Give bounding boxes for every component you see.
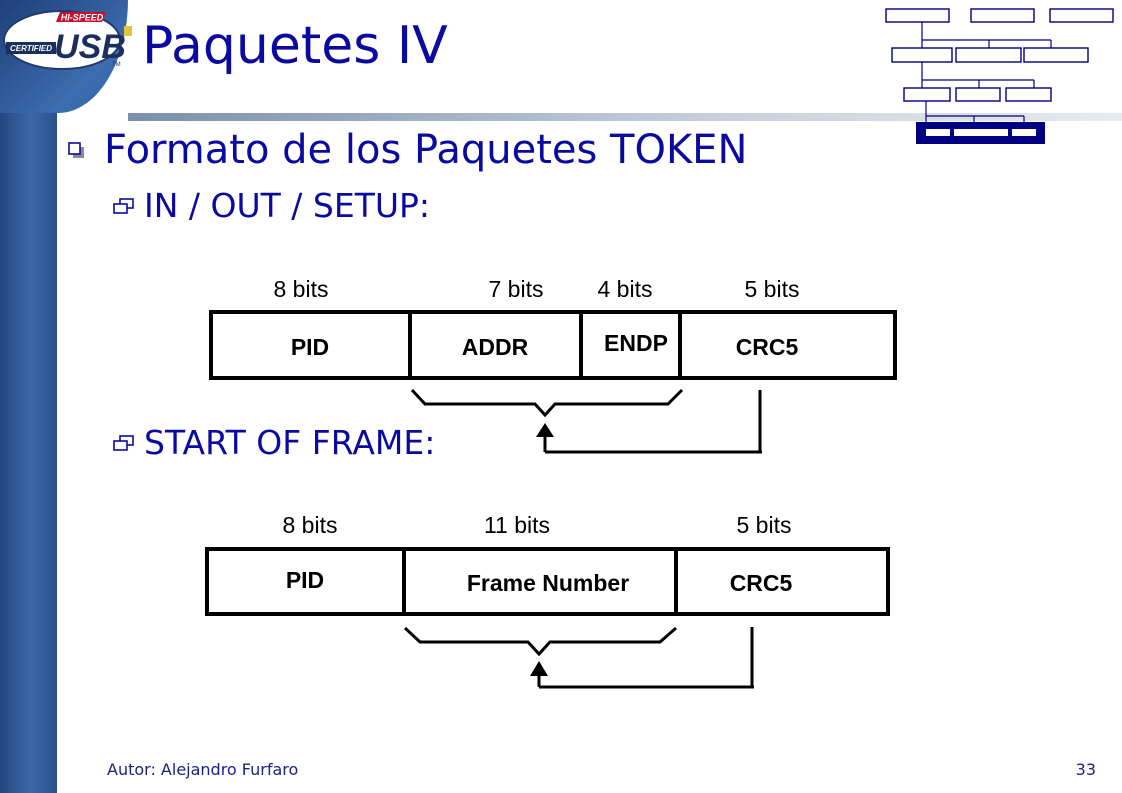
sof-crc-coverage-bracket bbox=[403, 626, 677, 657]
sof-packet-box bbox=[205, 547, 890, 616]
token-crc5-bits-label: 5 bits bbox=[745, 276, 800, 302]
svg-text:TM: TM bbox=[112, 62, 121, 68]
svg-text:USB: USB bbox=[54, 28, 126, 66]
sub-bullet-start-of-frame: START OF FRAME: bbox=[112, 421, 435, 465]
token-packet-box bbox=[209, 310, 897, 380]
bullet-formato-paquetes-token: Formato de los Paquetes TOKEN bbox=[66, 126, 747, 174]
token-field-pid: PID bbox=[291, 334, 329, 360]
svg-text:CERTIFIED: CERTIFIED bbox=[10, 44, 52, 53]
sub-bullet-text: START OF FRAME: bbox=[144, 423, 436, 462]
token-addr-bits-label: 7 bits bbox=[489, 276, 544, 302]
sof-crc5-bits-label: 5 bits bbox=[737, 512, 792, 538]
window-bullet-icon bbox=[113, 435, 134, 451]
sub-bullet-in-out-setup: IN / OUT / SETUP: bbox=[112, 184, 430, 228]
token-field-addr: ADDR bbox=[462, 334, 529, 360]
sof-field-pid: PID bbox=[286, 567, 324, 593]
sub-bullet-text: IN / OUT / SETUP: bbox=[144, 186, 431, 225]
usb-topology-tree-graphic bbox=[885, 8, 1114, 144]
token-pid-bits-label: 8 bits bbox=[274, 276, 329, 302]
footer-author: Autor: Alejandro Furfaro bbox=[107, 760, 299, 779]
square-bullet-icon bbox=[68, 142, 84, 158]
token-field-crc5: CRC5 bbox=[736, 334, 799, 360]
sof-field-crc5: CRC5 bbox=[730, 570, 793, 596]
left-sidebar-band bbox=[0, 0, 57, 793]
token-field-endp: ENDP bbox=[604, 330, 668, 356]
token-packet-diagram: 8 bits 7 bits 4 bits 5 bits PID ADDR END… bbox=[209, 276, 897, 454]
sof-field-frame-number: Frame Number bbox=[467, 570, 629, 596]
bullet-text: Formato de los Paquetes TOKEN bbox=[104, 127, 748, 173]
sof-pid-bits-label: 8 bits bbox=[283, 512, 338, 538]
slide-page-number: 33 bbox=[1075, 760, 1096, 779]
token-arrowhead bbox=[536, 423, 554, 437]
token-endp-bits-label: 4 bits bbox=[598, 276, 653, 302]
title-underline-bar bbox=[128, 113, 1122, 121]
usb-logo: HI-SPEED CERTIFIED USB TM bbox=[3, 10, 132, 70]
token-crc-coverage-bracket bbox=[410, 388, 684, 418]
window-bullet-icon bbox=[113, 198, 134, 214]
sof-arrowhead bbox=[530, 661, 548, 676]
page-title: Paquetes IV bbox=[142, 16, 448, 76]
svg-text:HI-SPEED: HI-SPEED bbox=[61, 13, 104, 23]
sof-packet-diagram: 8 bits 11 bits 5 bits PID Frame Number C… bbox=[205, 512, 890, 689]
sof-frame-bits-label: 11 bits bbox=[484, 512, 550, 538]
